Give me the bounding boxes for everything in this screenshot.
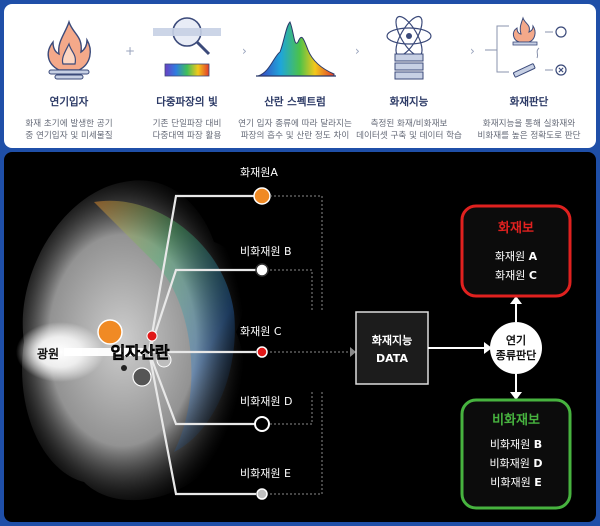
source-dots bbox=[253, 187, 271, 500]
source-label-d: 비화재원 D bbox=[240, 395, 292, 408]
particle-red bbox=[146, 330, 158, 342]
step-desc-line: 다중대역 파장 활용 bbox=[152, 131, 222, 141]
step-fire-intelligence: 화재지능 측정된 화재/비화재보 데이터셋 구축 및 데이터 학습 bbox=[350, 12, 468, 142]
source-label-a: 화재원A bbox=[240, 166, 278, 179]
source-dot-c bbox=[256, 346, 268, 358]
step-desc-line: 기존 단일파장 대비 bbox=[152, 119, 222, 129]
source-label-c: 화재원 C bbox=[240, 325, 282, 338]
step-desc-line: 중 연기입자 및 미세물질 bbox=[25, 131, 113, 141]
arrowhead-down bbox=[510, 392, 522, 400]
diagram-panel: 화재원A 비화재원 B 화재원 C 비화재원 D 비화재원 E 화재지능 DAT… bbox=[4, 152, 596, 522]
fire-alarm-box: 화재보 화재원 A 화재원 C bbox=[460, 204, 572, 298]
step-desc-line: 화재지능을 통해 실화재와 bbox=[482, 119, 576, 129]
step-multi-wavelength: 다중파장의 빛 기존 단일파장 대비 다중대역 파장 활용 bbox=[128, 12, 246, 142]
step-title: 화재판단 bbox=[509, 96, 549, 108]
nonfire-alarm-box: 비화재보 비화재원 B 비화재원 D 비화재원 E bbox=[460, 398, 572, 510]
separator-chevron: › bbox=[470, 44, 475, 58]
source-dot-b bbox=[255, 263, 269, 277]
source-labels: 화재원A 비화재원 B 화재원 C 비화재원 D 비화재원 E bbox=[240, 166, 292, 480]
arrowhead bbox=[484, 342, 492, 354]
step-title: 다중파장의 빛 bbox=[156, 96, 218, 108]
step-title: 산란 스펙트럼 bbox=[264, 96, 326, 108]
step-title: 연기입자 bbox=[49, 96, 89, 108]
ai-box-line2: DATA bbox=[376, 352, 408, 365]
step-scattering-spectrum: 산란 스펙트럼 연기 입자 종류에 따라 달라지는 파장의 흡수 및 산란 정도… bbox=[230, 12, 360, 142]
step-desc-line: 파장의 흡수 및 산란 정도 차이 bbox=[240, 131, 350, 141]
scatter-diagram: 화재원A 비화재원 B 화재원 C 비화재원 D 비화재원 E 화재지능 DAT… bbox=[16, 166, 572, 510]
step-description: 화재지능을 통해 실화재와 비화재를 높은 정확도로 판단 bbox=[470, 118, 588, 142]
step-desc-line: 측정된 화재/비화재보 bbox=[370, 119, 448, 129]
particle-small bbox=[121, 365, 127, 371]
server-atom-icon bbox=[386, 15, 432, 80]
source-dot-a bbox=[253, 187, 271, 205]
arrowhead-up bbox=[510, 296, 522, 304]
particle-orange bbox=[97, 319, 123, 345]
step-fire-judgement: 화재판단 화재지능을 통해 실화재와 비화재를 높은 정확도로 판단 bbox=[470, 12, 588, 142]
fire-alarm-item: 화재원 C bbox=[495, 269, 537, 282]
flame-icon bbox=[47, 19, 91, 80]
step-desc-line: 화재 초기에 발생한 공기 bbox=[25, 119, 113, 129]
source-label-b: 비화재원 B bbox=[240, 245, 292, 258]
fire-alarm-title: 화재보 bbox=[498, 220, 534, 236]
classifier-line1: 연기 bbox=[506, 333, 526, 347]
process-panel: 연기입자 화재 초기에 발생한 공기 중 연기입자 및 미세물질 + 다중파장의… bbox=[4, 4, 596, 148]
particles bbox=[97, 319, 172, 387]
particle-scatter-label: 입자산란 bbox=[111, 343, 170, 362]
step-description: 기존 단일파장 대비 다중대역 파장 활용 bbox=[128, 118, 246, 142]
arrowhead bbox=[350, 347, 356, 357]
particle-grey bbox=[156, 352, 172, 368]
ai-box-line1: 화재지능 bbox=[372, 333, 412, 347]
fire-judgement-icon bbox=[485, 16, 567, 78]
nonfire-alarm-item: 비화재원 D bbox=[489, 457, 542, 470]
step-desc-line: 비화재를 높은 정확도로 판단 bbox=[477, 131, 581, 141]
step-smoke-particles: 연기입자 화재 초기에 발생한 공기 중 연기입자 및 미세물질 bbox=[10, 12, 128, 142]
spectrum-graph-icon bbox=[256, 21, 336, 77]
classifier-line2: 종류판단 bbox=[496, 348, 536, 362]
source-label-e: 비화재원 E bbox=[240, 467, 291, 480]
particle-dark bbox=[132, 367, 152, 387]
nonfire-alarm-title: 비화재보 bbox=[492, 412, 540, 428]
step-desc-line: 데이터셋 구축 및 데이터 학습 bbox=[356, 131, 462, 141]
step-desc-line: 연기 입자 종류에 따라 달라지는 bbox=[238, 119, 352, 129]
step-title: 화재지능 bbox=[389, 96, 429, 108]
fire-alarm-item: 화재원 A bbox=[495, 250, 538, 263]
smoke-cloud bbox=[22, 180, 245, 501]
classifier-node: 연기 종류판단 bbox=[490, 322, 542, 374]
nonfire-alarm-item: 비화재원 E bbox=[490, 476, 542, 489]
source-dot-e bbox=[256, 488, 268, 500]
separator-plus: + bbox=[125, 44, 136, 58]
step-description: 측정된 화재/비화재보 데이터셋 구축 및 데이터 학습 bbox=[350, 118, 468, 142]
step-description: 연기 입자 종류에 따라 달라지는 파장의 흡수 및 산란 정도 차이 bbox=[230, 118, 360, 142]
separator-chevron: › bbox=[242, 44, 247, 58]
magnifier-spectrum-icon bbox=[153, 17, 221, 77]
ai-data-box: 화재지능 DATA bbox=[355, 311, 429, 385]
light-source bbox=[16, 322, 144, 382]
step-description: 화재 초기에 발생한 공기 중 연기입자 및 미세물질 bbox=[10, 118, 128, 142]
nonfire-alarm-item: 비화재원 B bbox=[490, 438, 542, 451]
scatter-lines bbox=[147, 194, 256, 496]
separator-chevron: › bbox=[355, 44, 360, 58]
light-source-label: 광원 bbox=[37, 346, 59, 361]
dashed-connectors bbox=[270, 195, 350, 495]
source-dot-d bbox=[254, 416, 270, 432]
